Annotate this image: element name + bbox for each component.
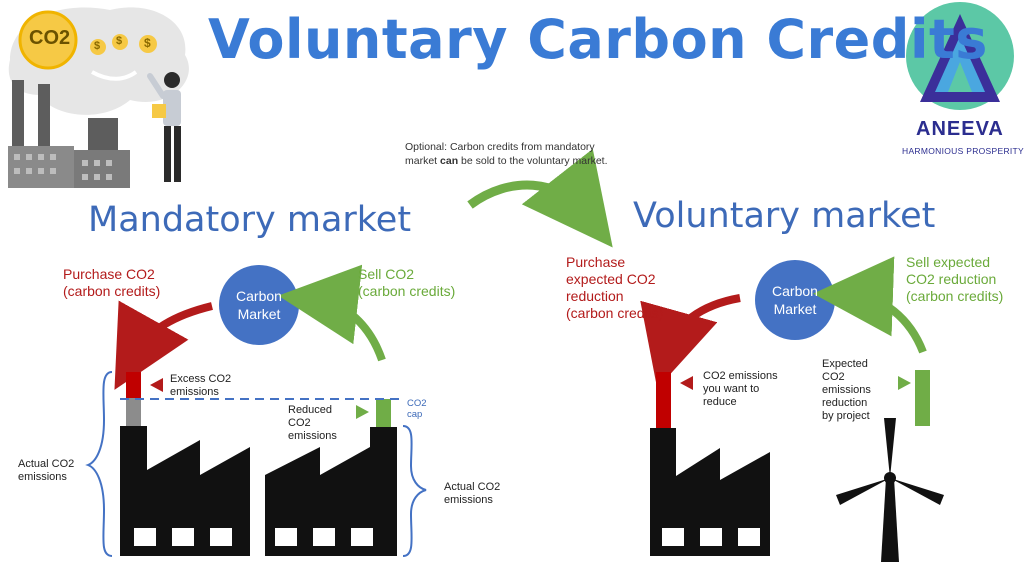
voluntary-market-title: Voluntary market [633, 196, 936, 236]
expected-line3: emissions [822, 384, 871, 396]
excess-label: Excess CO2 emissions [170, 373, 231, 399]
co2-cap-label: CO2 cap [407, 398, 427, 420]
cap-line1: CO2 [407, 398, 427, 409]
wind-turbine-icon [836, 418, 944, 562]
excess-line2: emissions [170, 386, 219, 398]
voluntary-sell-line2: CO2 reduction [906, 271, 997, 287]
coin-symbol-3: $ [144, 36, 151, 50]
want-reduce-label: CO2 emissions you want to reduce [703, 370, 778, 409]
optional-note: Optional: Carbon credits from mandatory … [405, 140, 665, 168]
header-illustration [8, 7, 189, 188]
mandatory-purchase-line1: Purchase CO2 [63, 266, 155, 282]
brand-name: ANEEVA [916, 118, 1004, 140]
brand-logo [906, 2, 1014, 110]
actual-right-line1: Actual CO2 [444, 481, 501, 493]
expected-line2: CO2 [822, 371, 845, 383]
mandatory-market-title: Mandatory market [88, 200, 412, 240]
voluntary-market-label: Carbon Market [772, 283, 818, 317]
expected-line1: Expected [822, 358, 868, 370]
want-reduce-pointer [680, 376, 693, 390]
reduced-line2: CO2 [288, 417, 311, 429]
mandatory-market-label: Carbon Market [236, 288, 282, 322]
expected-line5: by project [822, 410, 870, 422]
voluntary-purchase-arrow [640, 294, 741, 389]
mandatory-purchase-line2: (carbon credits) [63, 283, 161, 299]
mandatory-sell-label: Sell CO2 (carbon credits) [358, 266, 455, 300]
expected-line4: reduction [822, 397, 868, 409]
voluntary-purchase-line2: expected CO2 [566, 271, 656, 287]
actual-right-label: Actual CO2 emissions [444, 481, 500, 507]
want-reduce-line2: you want to [703, 383, 760, 395]
optional-note-line2-a: market [405, 155, 441, 167]
excess-pointer [150, 378, 163, 392]
page-title: Voluntary Carbon Credits [208, 8, 988, 71]
voluntary-purchase-line1: Purchase [566, 254, 626, 270]
mandatory-purchase-arrow [114, 300, 213, 390]
actual-left-line1: Actual CO2 [18, 458, 75, 470]
mandatory-factory-left [120, 372, 250, 556]
coin-symbol-1: $ [94, 40, 101, 52]
want-reduce-line1: CO2 emissions [703, 370, 778, 382]
reduced-line1: Reduced [288, 404, 333, 416]
expected-reduction-label: Expected CO2 emissions reduction by proj… [822, 358, 871, 423]
reduced-line3: emissions [288, 430, 337, 442]
actual-left-label: Actual CO2 emissions [18, 458, 74, 484]
left-actual-brace [85, 371, 113, 557]
expected-reduction-bar [915, 370, 930, 426]
voluntary-purchase-line4: (carbon credits) [566, 305, 664, 321]
voluntary-purchase-line3: reduction [566, 288, 624, 304]
voluntary-purchase-label: Purchase expected CO2 reduction (carbon … [566, 254, 663, 322]
actual-left-line2: emissions [18, 471, 67, 483]
coin-symbol-2: $ [116, 35, 123, 47]
mandatory-to-voluntary-arrow [467, 148, 613, 248]
voluntary-sell-label: Sell expected CO2 reduction (carbon cred… [906, 254, 1003, 305]
voluntary-sell-line3: (carbon credits) [906, 288, 1004, 304]
mandatory-factory-right [265, 399, 397, 556]
optional-note-line1: Optional: Carbon credits from mandatory [405, 141, 595, 153]
reduced-pointer [356, 405, 369, 419]
voluntary-sell-arrow [813, 256, 927, 354]
excess-line1: Excess CO2 [170, 373, 232, 385]
optional-note-bold: can [440, 155, 459, 167]
voluntary-sell-line1: Sell expected [906, 254, 991, 270]
optional-note-line2-b: be sold to the voluntary market. [458, 155, 608, 167]
cap-line2: cap [407, 409, 423, 420]
co2-coin-label: CO2 [29, 27, 71, 49]
mandatory-purchase-label: Purchase CO2 (carbon credits) [63, 266, 160, 300]
right-actual-brace [402, 425, 427, 557]
want-reduce-line3: reduce [703, 396, 737, 408]
mandatory-sell-line2: (carbon credits) [358, 283, 456, 299]
mandatory-sell-arrow [278, 264, 386, 362]
reduced-label: Reduced CO2 emissions [288, 404, 337, 443]
actual-right-line2: emissions [444, 494, 493, 506]
voluntary-factory [650, 372, 770, 556]
mandatory-sell-line1: Sell CO2 [358, 266, 415, 282]
brand-tagline: HARMONIOUS PROSPERITY [902, 146, 1024, 156]
expected-pointer [898, 376, 911, 390]
